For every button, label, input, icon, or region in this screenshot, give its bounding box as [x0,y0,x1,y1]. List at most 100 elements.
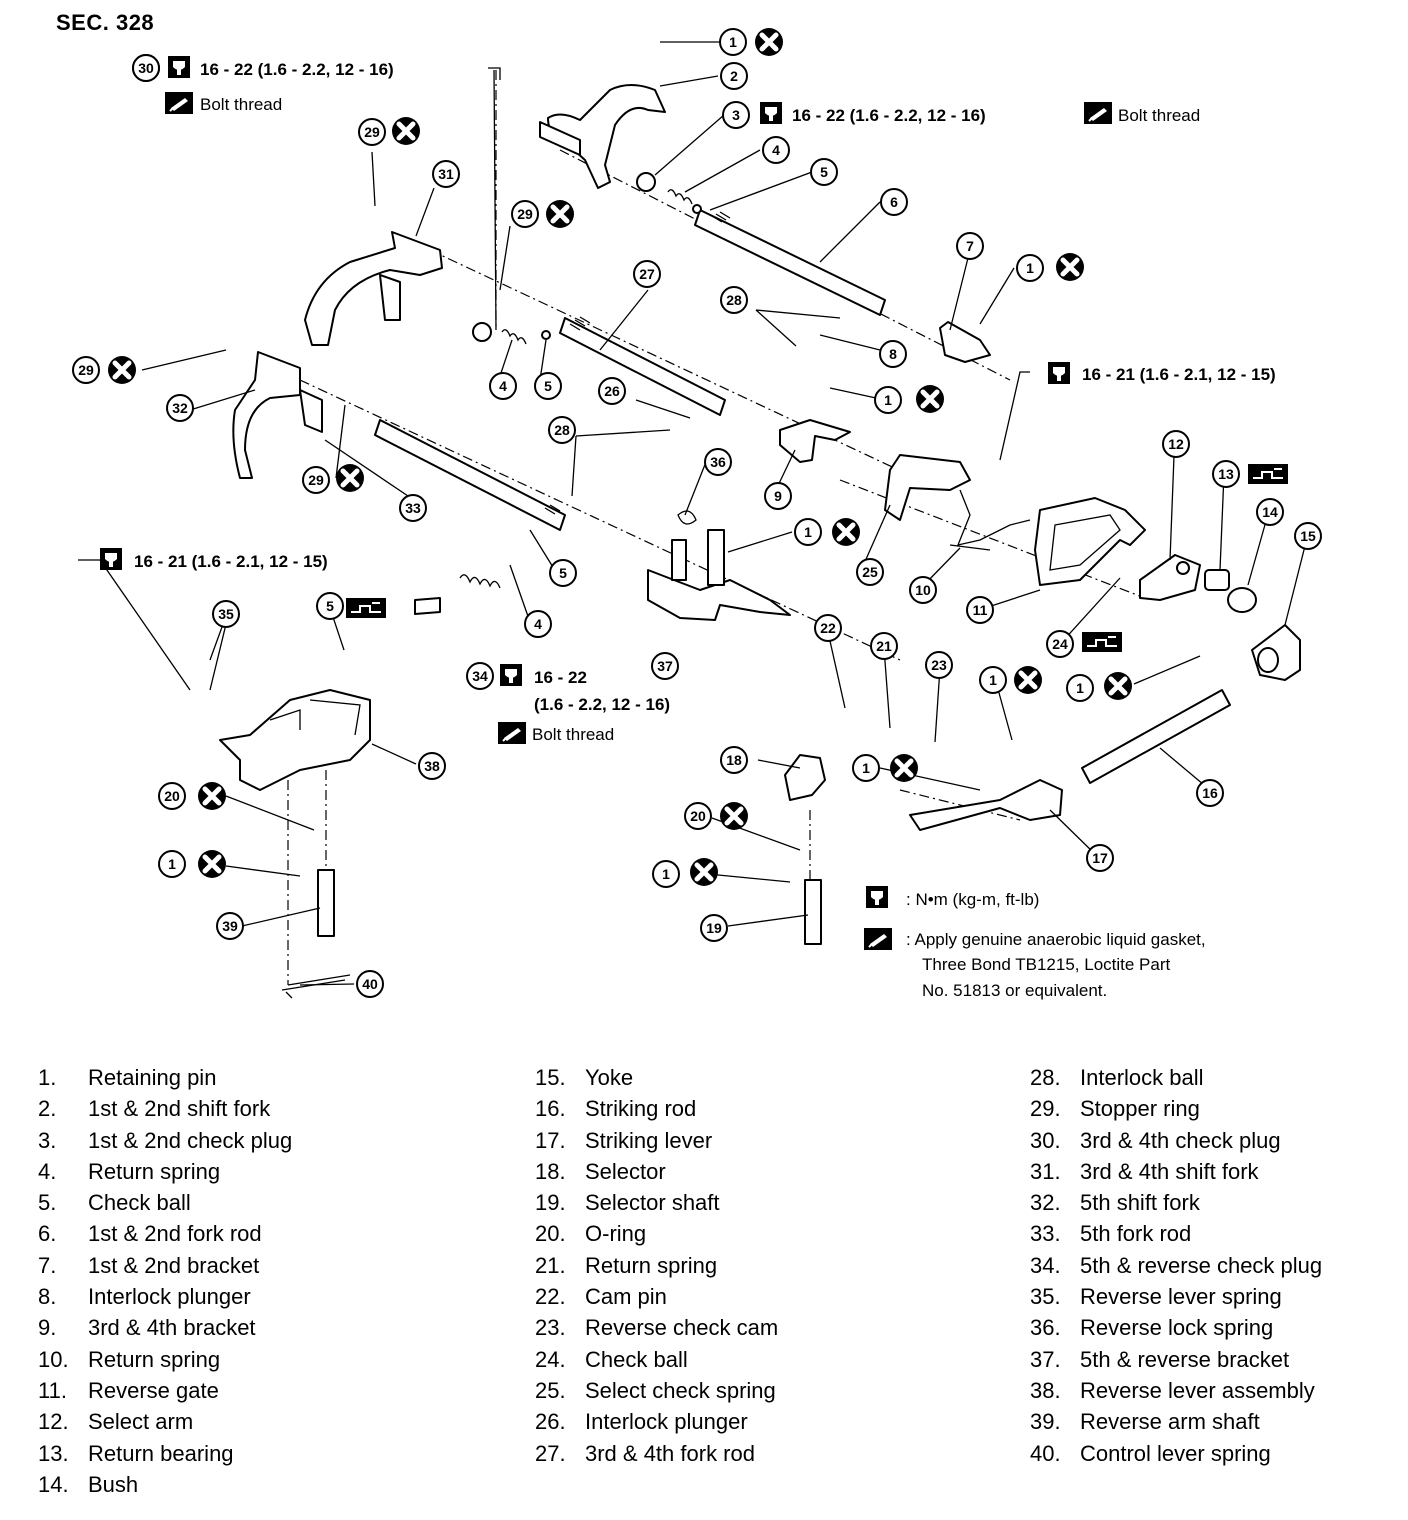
legend-item-number: 3. [38,1127,57,1153]
svg-text:13: 13 [1218,466,1234,482]
part-5th-shift-fork [232,351,323,479]
part-3rd-4th-fork-rod [559,316,726,416]
svg-text:4: 4 [772,142,780,158]
callout-23: 23 [925,651,953,679]
legend-item-label: Bush [88,1471,139,1497]
section-label: SEC. 328 [56,10,155,35]
callout-15: 15 [1294,522,1322,550]
legend-item: 19.Selector shaft [535,1187,778,1218]
legend-item-number: 21. [535,1252,566,1278]
legend-item: 26.Interlock plunger [535,1406,778,1437]
legend-item: 28.Interlock ball [1030,1062,1322,1093]
svg-text:16 - 21 (1.6 - 2.1, 12 - 15): 16 - 21 (1.6 - 2.1, 12 - 15) [1082,365,1276,384]
callout-12: 12 [1162,430,1190,458]
legend-item: 12.Select arm [38,1406,292,1437]
svg-text:Three Bond TB1215, Loctite Par: Three Bond TB1215, Loctite Part [922,955,1171,974]
svg-text:40: 40 [362,976,378,992]
callout-24: 24 [1046,630,1074,658]
svg-text:1: 1 [804,524,812,540]
legend-item-number: 16. [535,1096,566,1122]
legend-item-number: 35. [1030,1284,1061,1310]
svg-text:34: 34 [472,668,488,684]
legend-item: 30.3rd & 4th check plug [1030,1125,1322,1156]
svg-text:37: 37 [657,658,673,674]
legend-item: 21. Return spring [535,1250,778,1281]
legend-item-number: 17. [535,1127,566,1153]
do-not-reuse-icon [392,117,420,145]
svg-text:10: 10 [915,582,931,598]
callout-28: 28 [548,416,576,444]
callout-29: 29 [72,356,100,384]
legend-item-label: Reverse check cam [585,1315,779,1341]
legend-item-number: 2. [38,1096,57,1122]
part-reverse-gate [1034,497,1146,586]
svg-text:33: 33 [405,500,421,516]
legend-item-label: O-ring [585,1221,647,1247]
callout-9: 9 [764,482,792,510]
part-return-spring-10 [949,489,1031,551]
legend-item: 8.Interlock plunger [38,1281,292,1312]
legend-item: 22.Cam pin [535,1281,778,1312]
legend-item-label: Selector [585,1158,666,1184]
legend-item: 37.5th & reverse bracket [1030,1344,1322,1375]
svg-text:4: 4 [534,616,542,632]
svg-text:20: 20 [164,788,180,804]
legend-item: 33.5th fork rod [1030,1218,1322,1249]
legend-item-label: Check ball [88,1190,191,1216]
legend-item-label: Select arm [88,1409,194,1435]
legend-item: 6.1st & 2nd fork rod [38,1218,292,1249]
callout-32: 32 [166,394,194,422]
do-not-reuse-icon [198,782,226,810]
legend-item: 23. Reverse check cam [535,1312,778,1343]
torque-note-3: 16 - 22 (1.6 - 2.2, 12 - 16) Bolt thread [760,101,1200,125]
callout-19: 19 [700,914,728,942]
liquid-gasket-icon [497,721,527,745]
callout-33: 33 [399,494,427,522]
svg-text:16 - 22 (1.6 - 2.2, 12 - 16): 16 - 22 (1.6 - 2.2, 12 - 16) [792,106,986,125]
callout-38: 38 [418,752,446,780]
legend-item: 13.Return bearing [38,1438,292,1469]
svg-text:Bolt thread: Bolt thread [532,725,614,744]
legend-item: 24.Check ball [535,1344,778,1375]
legend-item-label: 5th fork rod [1080,1221,1192,1247]
callout-2: 2 [720,62,748,90]
legend-item-label: 5th & reverse bracket [1080,1346,1290,1372]
svg-text:28: 28 [726,292,742,308]
do-not-reuse-icon [546,200,574,228]
svg-text:: N•m (kg-m, ft-lb): : N•m (kg-m, ft-lb) [906,890,1039,909]
legend-item-number: 23. [535,1315,566,1341]
do-not-reuse-icon [832,518,860,546]
callout-29: 29 [302,466,330,494]
svg-text:1: 1 [662,866,670,882]
legend-item: 25.Select check spring [535,1375,778,1406]
torque-wrench-icon [500,664,522,686]
legend-item-label: 1st & 2nd bracket [88,1252,260,1278]
callout-37: 37 [651,652,679,680]
callout-1: 1 [719,28,747,56]
legend-item-label: Reverse arm shaft [1080,1409,1260,1435]
svg-text:3: 3 [732,107,740,123]
callout-36: 36 [704,448,732,476]
svg-text:Bolt thread: Bolt thread [200,95,282,114]
part-selector [784,754,826,801]
callout-18: 18 [720,746,748,774]
callout-6: 6 [880,188,908,216]
svg-text:32: 32 [172,400,188,416]
do-not-reuse-icon [690,858,718,886]
legend-item-number: 10. [38,1346,69,1372]
legend-item-label: Interlock ball [1080,1065,1204,1090]
legend-item-number: 6. [38,1221,57,1247]
callout-8: 8 [879,340,907,368]
svg-text:16 - 21 (1.6 - 2.1, 12 - 15): 16 - 21 (1.6 - 2.1, 12 - 15) [134,552,328,571]
torque-wrench-icon [760,102,782,124]
callout-10: 10 [909,576,937,604]
part-return-bearing [1204,569,1230,591]
callout-1: 1 [1066,674,1094,702]
legend-item-number: 4. [38,1158,57,1184]
torque-wrench-icon [168,56,190,78]
part-1st-2nd-check-plug [636,172,702,214]
legend-item: 3.1st & 2nd check plug [38,1125,292,1156]
legend-item-label: Return spring [585,1252,718,1278]
